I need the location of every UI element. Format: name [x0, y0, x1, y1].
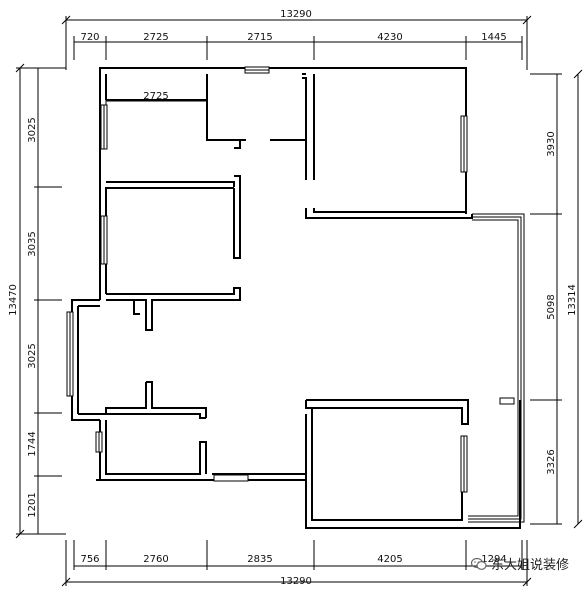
- bottom-total-label: 13290: [280, 576, 312, 587]
- bottom-seg-5: 1294: [481, 554, 506, 565]
- watermark-text: 东大姐说装修: [490, 558, 569, 573]
- top-inner-label: 2725: [143, 91, 168, 102]
- bottom-door: [213, 474, 249, 482]
- left-seg-5: 1201: [27, 492, 38, 517]
- bottom-seg-3: 2835: [247, 554, 272, 565]
- balcony-fixture: [499, 397, 515, 405]
- top-total-label: 13290: [280, 9, 312, 20]
- top-seg-4: 4230: [377, 32, 402, 43]
- walls: [66, 66, 525, 529]
- bottom-seg-1: 756: [80, 554, 99, 565]
- right-seg-1: 3930: [546, 131, 557, 156]
- right-seg-2: 5098: [546, 294, 557, 319]
- top-seg-3: 2715: [247, 32, 272, 43]
- left-seg-1: 3025: [27, 117, 38, 142]
- left-seg-4: 1744: [27, 431, 38, 456]
- left-seg-2: 3035: [27, 231, 38, 256]
- bottom-dimensions: 756 2760 2835 4205 1294 13290: [61, 540, 532, 587]
- top-seg-2: 2725: [143, 32, 168, 43]
- bottom-seg-2: 2760: [143, 554, 168, 565]
- bottom-seg-4: 4205: [377, 554, 402, 565]
- left-seg-3: 3025: [27, 343, 38, 368]
- top-seg-5: 1445: [481, 32, 506, 43]
- wechat-icon: [470, 557, 487, 570]
- left-total-label: 13470: [8, 284, 19, 316]
- right-seg-3: 3326: [546, 449, 557, 474]
- watermark: 东大姐说装修: [470, 554, 569, 573]
- right-dimensions: 3930 5098 3326 13314: [530, 69, 583, 529]
- top-seg-1: 720: [80, 32, 99, 43]
- top-dimensions: 13290 720 2725 2715 4230 1445 2725: [61, 9, 532, 106]
- left-dimensions: 13470 3025 3035 3025 1744 1201: [8, 63, 66, 539]
- right-total-label: 13314: [567, 284, 578, 316]
